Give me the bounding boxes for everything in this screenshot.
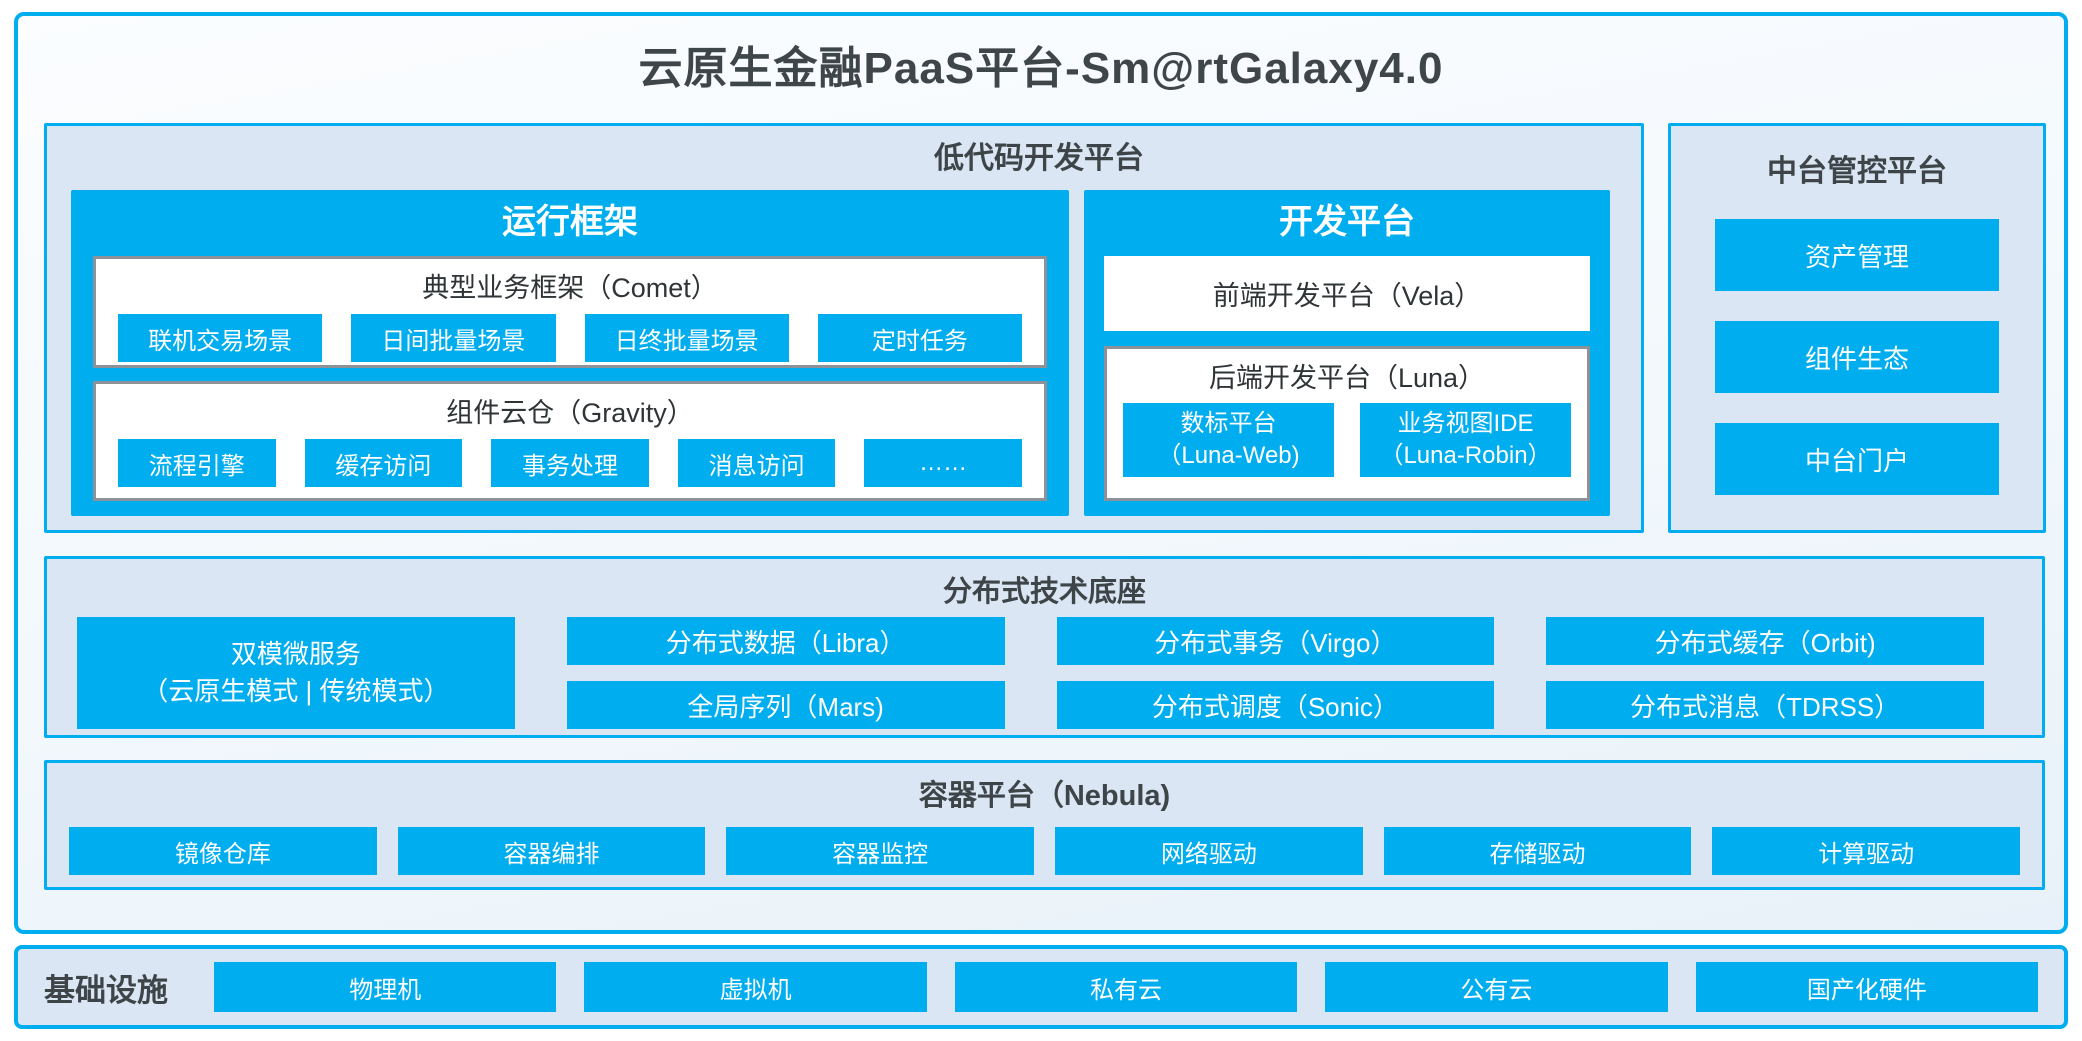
mid-platform-item: 中台门户 — [1715, 423, 1999, 495]
vela-box: 前端开发平台（Vela） — [1104, 256, 1590, 331]
runtime-framework-title: 运行框架 — [502, 203, 638, 241]
infrastructure-item: 物理机 — [214, 962, 557, 1012]
distributed-column: 分布式数据（Libra） 全局序列（Mars) — [566, 617, 1005, 729]
dual-mode-line1: 双模微服务 — [230, 639, 361, 669]
distributed-column: 分布式事务（Virgo） 分布式调度（Sonic） — [1056, 617, 1495, 729]
mid-platform-item: 组件生态 — [1715, 321, 1999, 393]
comet-item: 联机交易场景 — [118, 314, 323, 362]
luna-title: 后端开发平台（Luna） — [1208, 363, 1486, 393]
infrastructure-item: 虚拟机 — [584, 962, 927, 1012]
infrastructure-item: 国产化硬件 — [1695, 962, 2039, 1012]
lowcode-section: 低代码开发平台 运行框架 典型业务框架（Comet） 联机交易场景 日间批量场景… — [44, 123, 1644, 533]
container-platform-item: 网络驱动 — [1055, 827, 1363, 875]
platform-frame: 云原生金融PaaS平台-Sm@rtGalaxy4.0 低代码开发平台 运行框架 … — [14, 12, 2068, 934]
dual-mode-microservice-box: 双模微服务 （云原生模式 | 传统模式） — [77, 617, 515, 729]
mid-platform-panel: 中台管控平台 资产管理 组件生态 中台门户 — [1668, 123, 2046, 533]
luna-item-code: （Luna-Web) — [1157, 442, 1300, 469]
lowcode-content-row: 运行框架 典型业务框架（Comet） 联机交易场景 日间批量场景 日终批量场景 … — [71, 190, 1610, 516]
container-platform-item: 容器监控 — [726, 827, 1035, 875]
comet-title: 典型业务框架（Comet） — [422, 273, 718, 303]
infrastructure-items: 物理机 虚拟机 私有云 公有云 国产化硬件 — [214, 962, 2039, 1012]
distributed-base-section: 分布式技术底座 双模微服务 （云原生模式 | 传统模式） 分布式数据（Libra… — [44, 556, 2045, 738]
infrastructure-label: 基础设施 — [44, 972, 168, 1008]
distributed-item: 分布式数据（Libra） — [566, 617, 1005, 665]
luna-box: 后端开发平台（Luna） 数标平台 （Luna-Web) 业务视图IDE （Lu… — [1104, 346, 1590, 501]
distributed-item: 分布式消息（TDRSS） — [1546, 681, 1984, 729]
lowcode-section-header: 低代码开发平台 — [47, 126, 1641, 184]
luna-item-name: 数标平台 — [1180, 410, 1277, 437]
distributed-base-label: 分布式技术底座 — [942, 576, 1146, 608]
distributed-item: 分布式缓存（Orbit) — [1546, 617, 1984, 665]
infrastructure-bar: 基础设施 物理机 虚拟机 私有云 公有云 国产化硬件 — [14, 945, 2068, 1029]
container-platform-item: 容器编排 — [397, 827, 706, 875]
comet-item: 定时任务 — [817, 314, 1022, 362]
lowcode-section-label: 低代码开发平台 — [934, 142, 1144, 175]
gravity-item: 缓存访问 — [304, 439, 463, 487]
gravity-box: 组件云仓（Gravity） 流程引擎 缓存访问 事务处理 消息访问 …… — [93, 381, 1047, 501]
distributed-grid: 双模微服务 （云原生模式 | 传统模式） 分布式数据（Libra） 全局序列（M… — [77, 617, 1984, 729]
distributed-item: 分布式事务（Virgo） — [1056, 617, 1495, 665]
luna-item-name: 业务视图IDE — [1397, 410, 1534, 437]
infrastructure-item: 公有云 — [1325, 962, 1668, 1012]
comet-item: 日间批量场景 — [351, 314, 556, 362]
dev-platform-title: 开发平台 — [1279, 203, 1415, 241]
gravity-item: 消息访问 — [677, 439, 836, 487]
comet-item: 日终批量场景 — [584, 314, 789, 362]
container-platform-items: 镜像仓库 容器编排 容器监控 网络驱动 存储驱动 计算驱动 — [69, 827, 2021, 875]
runtime-framework-block: 运行框架 典型业务框架（Comet） 联机交易场景 日间批量场景 日终批量场景 … — [71, 190, 1069, 516]
container-platform-item: 计算驱动 — [1712, 827, 2021, 875]
dual-mode-line2: （云原生模式 | 传统模式） — [142, 676, 450, 706]
page-title: 云原生金融PaaS平台-Sm@rtGalaxy4.0 — [638, 44, 1444, 93]
gravity-item: 事务处理 — [491, 439, 649, 487]
distributed-item: 分布式调度（Sonic） — [1056, 681, 1495, 729]
mid-platform-items: 资产管理 组件生态 中台门户 — [1715, 219, 1999, 495]
luna-item: 数标平台 （Luna-Web) — [1123, 403, 1334, 477]
container-platform-section: 容器平台（Nebula) 镜像仓库 容器编排 容器监控 网络驱动 存储驱动 计算… — [44, 760, 2045, 890]
luna-item: 业务视图IDE （Luna-Robin） — [1360, 403, 1571, 477]
luna-item-code: （Luna-Robin） — [1379, 442, 1552, 469]
distributed-column: 分布式缓存（Orbit) 分布式消息（TDRSS） — [1546, 617, 1984, 729]
container-platform-item: 存储驱动 — [1383, 827, 1692, 875]
gravity-item: 流程引擎 — [118, 439, 276, 487]
gravity-title: 组件云仓（Gravity） — [446, 398, 694, 428]
comet-items-row: 联机交易场景 日间批量场景 日终批量场景 定时任务 — [96, 314, 1044, 362]
mid-platform-label: 中台管控平台 — [1767, 155, 1947, 188]
dev-platform-block: 开发平台 前端开发平台（Vela） 后端开发平台（Luna） 数标平台 （Lun… — [1084, 190, 1610, 516]
gravity-items-row: 流程引擎 缓存访问 事务处理 消息访问 …… — [96, 439, 1044, 487]
infrastructure-item: 私有云 — [954, 962, 1298, 1012]
distributed-item: 全局序列（Mars) — [566, 681, 1005, 729]
comet-box: 典型业务框架（Comet） 联机交易场景 日间批量场景 日终批量场景 定时任务 — [93, 256, 1047, 368]
container-platform-label: 容器平台（Nebula) — [918, 780, 1171, 812]
mid-platform-item: 资产管理 — [1715, 219, 1999, 291]
luna-items-row: 数标平台 （Luna-Web) 业务视图IDE （Luna-Robin） — [1107, 403, 1587, 477]
container-platform-item: 镜像仓库 — [69, 827, 377, 875]
gravity-item: …… — [864, 439, 1022, 487]
